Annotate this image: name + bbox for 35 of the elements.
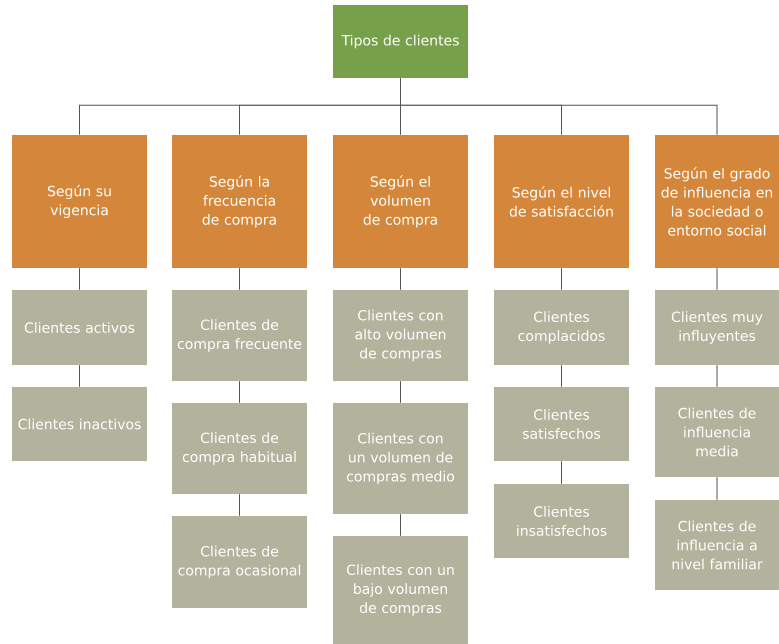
root-box: Tipos de clientes xyxy=(333,4,468,78)
connector-line xyxy=(239,380,240,404)
type-box: Clientes complacidos xyxy=(494,290,629,365)
category-box: Según el nivel de satisfacción xyxy=(494,134,629,268)
category-box: Según el grado de influencia en la sociedad o entorno social xyxy=(655,134,779,268)
connector-line xyxy=(561,460,562,484)
connector-line xyxy=(716,476,718,500)
connector-line xyxy=(716,364,718,388)
category-box: Según el volumen de compra xyxy=(333,134,468,268)
type-box: Clientes con un volumen de compras medio xyxy=(333,402,468,514)
type-box: Clientes de influencia a nivel familiar xyxy=(655,500,779,590)
type-box: Clientes muy influyentes xyxy=(655,290,779,365)
type-box: Clientes de compra ocasional xyxy=(172,516,307,608)
connector-line xyxy=(239,494,240,516)
connector-line xyxy=(400,268,401,290)
type-box: Clientes insatisfechos xyxy=(494,484,629,558)
category-box: Según su vigencia xyxy=(12,134,147,268)
type-box: Clientes inactivos xyxy=(12,386,147,461)
type-box: Clientes satisfechos xyxy=(494,386,629,461)
category-box: Según la frecuencia de compra xyxy=(172,134,307,268)
connector-line xyxy=(79,364,80,388)
connector-line xyxy=(400,380,401,404)
type-box: Clientes de compra frecuente xyxy=(172,290,307,381)
connector-line xyxy=(400,78,718,136)
type-box: Clientes de compra habitual xyxy=(172,402,307,494)
connector-line xyxy=(79,268,80,290)
connector-line xyxy=(400,514,401,536)
connector-line xyxy=(239,268,240,290)
type-box: Clientes activos xyxy=(12,290,147,365)
connector-line xyxy=(561,268,562,290)
type-box: Clientes de influencia media xyxy=(655,386,779,477)
connector-line xyxy=(716,268,718,290)
type-box: Clientes con un bajo volumen de compras xyxy=(333,536,468,644)
connector-line xyxy=(561,364,562,388)
type-box: Clientes con alto volumen de compras xyxy=(333,290,468,381)
